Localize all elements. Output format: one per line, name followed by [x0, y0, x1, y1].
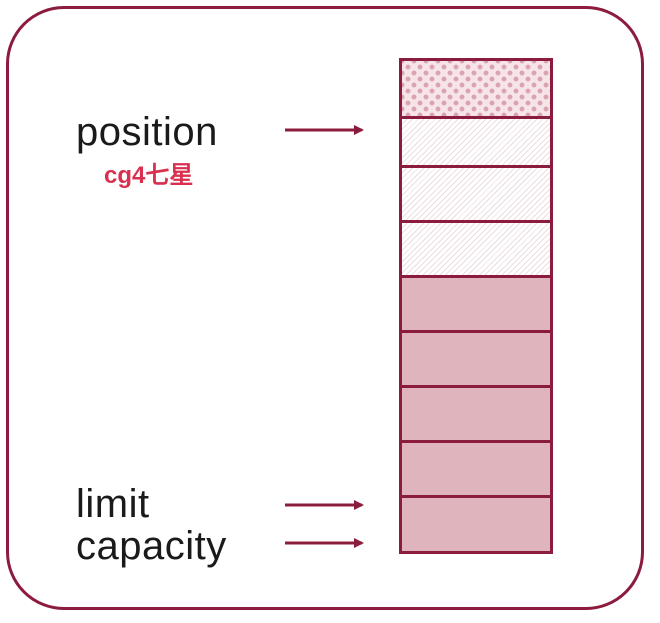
- buffer-cell-free: [402, 385, 550, 440]
- buffer-column: [399, 58, 553, 554]
- buffer-cell-written: [402, 165, 550, 220]
- buffer-cell-free: [402, 495, 550, 551]
- overlay-text: cg4七星: [104, 162, 194, 189]
- limit-label: limit: [76, 482, 150, 526]
- position-label: position: [76, 110, 218, 154]
- buffer-cell-free: [402, 275, 550, 330]
- buffer-cell-read: [402, 61, 550, 116]
- buffer-cell-written: [402, 220, 550, 275]
- buffer-cell-free: [402, 330, 550, 385]
- capacity-label: capacity: [76, 524, 227, 568]
- buffer-cell-written: [402, 116, 550, 165]
- buffer-cell-free: [402, 440, 550, 495]
